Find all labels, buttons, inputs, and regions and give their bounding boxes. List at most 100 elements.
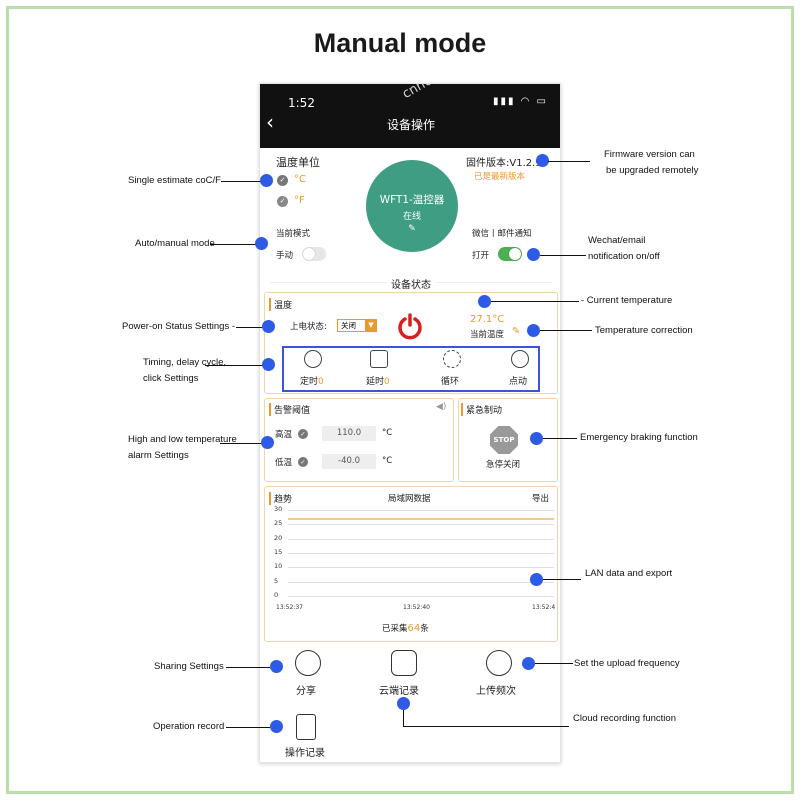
- back-button[interactable]: ‹: [266, 110, 274, 134]
- firmware-status[interactable]: 已是最新版本: [474, 172, 526, 182]
- leader-line: [403, 710, 404, 726]
- annotation-alarm-2: alarm Settings: [128, 450, 189, 461]
- timer-label-0[interactable]: 定时0: [300, 377, 324, 387]
- timer-controls: [282, 346, 540, 392]
- grid-line: [288, 553, 554, 554]
- annotation-sharing: Sharing Settings: [154, 661, 224, 672]
- leader-line: [220, 443, 262, 444]
- emergency-label: 急停关闭: [486, 460, 521, 470]
- low-alarm-input[interactable]: -40.0: [322, 454, 376, 469]
- leader-line: [535, 663, 573, 664]
- celsius-radio-icon[interactable]: ✓: [277, 175, 288, 186]
- x-tick-label: 13:52:4: [532, 604, 556, 611]
- annotation-dot: [478, 295, 491, 308]
- annotation-dot: [530, 573, 543, 586]
- leader-line: [491, 301, 579, 302]
- grid-line: [288, 581, 554, 583]
- upload-frequency-icon[interactable]: [486, 650, 512, 676]
- share-icon[interactable]: [295, 650, 321, 676]
- y-tick-label: 20: [274, 533, 283, 542]
- upload-frequency-label[interactable]: 上传频次: [476, 686, 516, 697]
- annotation-timing-2: click Settings: [143, 373, 199, 384]
- mode-label: 当前模式: [276, 229, 311, 239]
- cloud-record-label[interactable]: 云端记录: [379, 686, 419, 697]
- annotation-emergency: Emergency braking function: [580, 432, 698, 443]
- operation-record-label[interactable]: 操作记录: [285, 748, 325, 759]
- edit-icon[interactable]: ✎: [408, 224, 416, 234]
- low-alarm-label: 低温: [275, 458, 293, 468]
- low-alarm-check-icon[interactable]: ✓: [298, 457, 308, 467]
- annotation-wechat-1: Wechat/email: [588, 235, 646, 246]
- leader-line: [543, 579, 581, 580]
- fahrenheit-radio-icon[interactable]: ✓: [277, 196, 288, 207]
- high-alarm-unit: °C: [382, 428, 393, 438]
- share-label[interactable]: 分享: [296, 686, 316, 697]
- mode-toggle[interactable]: [302, 247, 326, 261]
- phone-screen: 1:52 ▮▮▮ ◠ ▭ ‹ 设备操作 cnh0883302 温度单位 ✓ °C…: [259, 83, 561, 763]
- grid-line: [288, 510, 554, 511]
- cloud-icon[interactable]: [391, 650, 417, 676]
- celsius-option[interactable]: °C: [294, 174, 306, 185]
- y-tick-label: 25: [274, 519, 283, 528]
- export-link[interactable]: 导出: [532, 494, 550, 504]
- series-line: [288, 518, 554, 520]
- cycle-icon[interactable]: [443, 350, 461, 368]
- x-tick-label: 13:52:40: [403, 604, 430, 611]
- annotation-alarm-1: High and low temperature: [128, 434, 237, 445]
- temperature-panel-title: 温度: [269, 298, 292, 311]
- annotation-cloud: Cloud recording function: [573, 713, 676, 724]
- fahrenheit-option[interactable]: °F: [294, 195, 305, 206]
- mute-icon[interactable]: ◀): [436, 402, 447, 412]
- current-temperature-label: 当前温度: [470, 330, 505, 340]
- notify-value: 打开: [472, 251, 490, 261]
- annotation-dot: [270, 720, 283, 733]
- timer-label-3[interactable]: 点动: [509, 377, 528, 387]
- annotation-correction: Temperature correction: [595, 325, 693, 336]
- alarm-clock-icon[interactable]: [304, 350, 322, 368]
- grid-line: [288, 596, 554, 597]
- annotation-dot: [255, 237, 268, 250]
- status-bar: 1:52 ▮▮▮ ◠ ▭ ‹ 设备操作 cnh0883302: [260, 84, 560, 148]
- power-on-select[interactable]: 关闭 ▼: [337, 319, 377, 332]
- hourglass-icon[interactable]: [370, 350, 388, 368]
- timer-label-1[interactable]: 延时0: [366, 377, 390, 387]
- annotation-lan: LAN data and export: [585, 568, 673, 579]
- annotation-dot: [260, 174, 273, 187]
- device-status-heading: 设备状态: [387, 276, 435, 291]
- timer-label-2[interactable]: 循环: [441, 377, 460, 387]
- watermark: cnh0883302: [400, 84, 478, 102]
- annotation-current-temperature: - Current temperature: [581, 295, 673, 306]
- y-tick-label: 5: [274, 576, 279, 585]
- mode-value: 手动: [276, 251, 294, 261]
- leader-line: [226, 727, 270, 728]
- stop-sign-icon[interactable]: STOP: [490, 426, 518, 454]
- y-tick-label: 0: [274, 591, 279, 599]
- annotation-timing-1: Timing, delay cycle,: [143, 357, 227, 368]
- device-circle[interactable]: WFT1-温控器 在线 ✎: [366, 160, 458, 252]
- leader-line: [221, 181, 261, 182]
- leader-line: [236, 327, 262, 328]
- high-alarm-check-icon[interactable]: ✓: [298, 429, 308, 439]
- document-icon[interactable]: [296, 714, 316, 740]
- device-status: 在线: [402, 212, 421, 222]
- temperature-correction-edit-icon[interactable]: ✎: [512, 326, 521, 337]
- leader-line: [210, 244, 258, 245]
- lock-icon[interactable]: [511, 350, 529, 368]
- y-tick-label: 30: [274, 505, 283, 513]
- annotation-dot: [527, 324, 540, 337]
- high-alarm-input[interactable]: 110.0: [322, 426, 376, 441]
- power-on-label: 上电状态:: [290, 322, 327, 332]
- nav-title: 设备操作: [386, 118, 435, 132]
- firmware-version: 固件版本:V1.2.9: [466, 158, 542, 169]
- y-tick-label: 10: [274, 562, 283, 571]
- annotation-dot: [522, 657, 535, 670]
- leader-line: [543, 438, 577, 439]
- trend-title: 趋势: [269, 492, 292, 505]
- power-button-icon[interactable]: [396, 312, 424, 340]
- low-alarm-unit: °C: [382, 456, 393, 466]
- power-on-value: 关闭: [341, 321, 356, 330]
- unit-label: 温度单位: [276, 156, 320, 169]
- annotation-operation-record: Operation record: [153, 721, 225, 732]
- annotation-auto-manual: Auto/manual mode: [135, 238, 215, 249]
- notify-toggle[interactable]: [498, 247, 522, 261]
